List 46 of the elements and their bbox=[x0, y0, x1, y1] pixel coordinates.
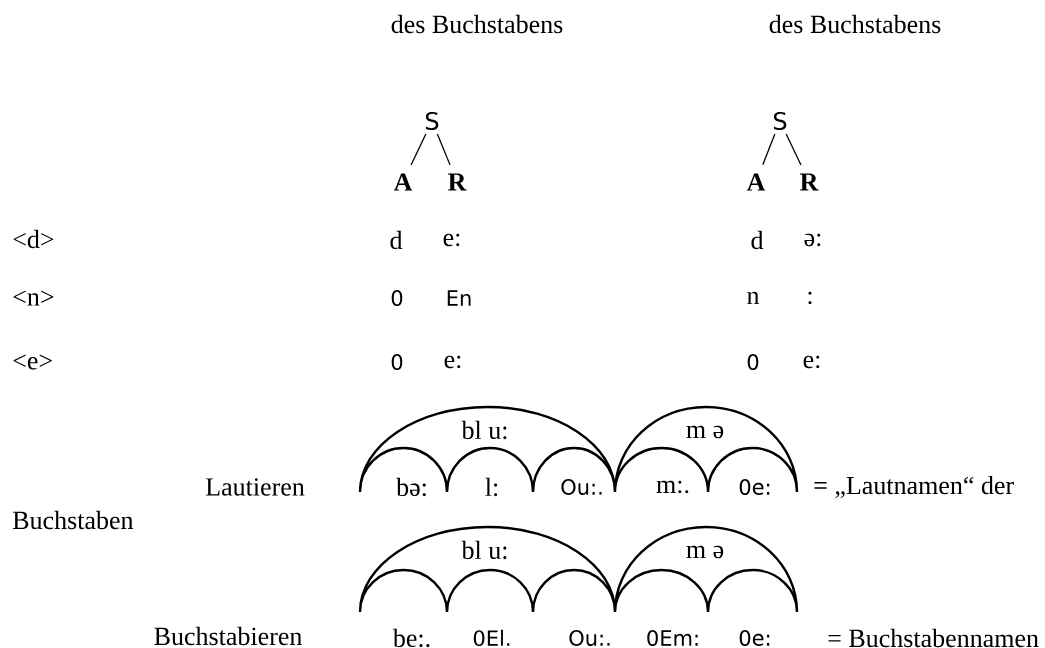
tree-root-label: S bbox=[773, 111, 787, 131]
grapheme-label: <n> bbox=[13, 290, 54, 306]
rhyme-symbol: ə: bbox=[804, 233, 821, 247]
constituent-label: R bbox=[800, 173, 819, 191]
onset-symbol: d bbox=[751, 230, 764, 250]
column-heading: des Buchstabens bbox=[769, 14, 941, 34]
row-label: Buchstabieren bbox=[154, 626, 302, 646]
rhyme-symbol: : bbox=[808, 291, 812, 305]
constituent-label: R bbox=[448, 173, 467, 191]
segment-label: l: bbox=[485, 477, 498, 497]
onset-symbol: n bbox=[747, 291, 760, 305]
arc-label: m ə bbox=[686, 425, 724, 439]
rhyme-symbol: e: bbox=[803, 355, 820, 369]
rhyme-symbol: En bbox=[447, 290, 471, 306]
segment-label: bə: bbox=[396, 477, 426, 497]
arc-label: bl u: bbox=[461, 420, 507, 440]
branch-line bbox=[410, 133, 427, 166]
tree-root-label: S bbox=[425, 111, 439, 131]
result-text: = „Lautnamen“ der bbox=[814, 475, 1014, 498]
constituent-label: A bbox=[746, 173, 766, 191]
result-text: = Buchstabennamen bbox=[828, 628, 1039, 648]
grapheme-label: <d> bbox=[13, 229, 54, 249]
branch-line bbox=[762, 133, 776, 166]
result-text: Buchstaben bbox=[12, 510, 134, 530]
arc-label: bl u: bbox=[461, 540, 507, 560]
segment-label: Ou:. bbox=[561, 479, 602, 495]
branch-line bbox=[436, 133, 451, 166]
segment-label: 0e: bbox=[739, 479, 770, 495]
segment-label: Ou:. bbox=[569, 630, 610, 646]
segment-label: 0El. bbox=[473, 629, 510, 647]
rhyme-symbol: e: bbox=[443, 233, 460, 247]
segment-label: m:. bbox=[656, 480, 689, 494]
onset-symbol: d bbox=[390, 230, 403, 250]
segment-label: 0Em: bbox=[647, 630, 698, 646]
arc-label: m ə bbox=[686, 545, 724, 559]
constituent-label: A bbox=[393, 173, 413, 191]
row-label: Lautieren bbox=[205, 478, 305, 496]
grapheme-label: <e> bbox=[13, 354, 52, 370]
segment-label: be:. bbox=[392, 628, 430, 648]
branch-line bbox=[785, 133, 802, 166]
onset-symbol: 0 bbox=[747, 354, 759, 370]
onset-symbol: 0 bbox=[391, 290, 403, 306]
rhyme-symbol: e: bbox=[444, 355, 461, 369]
segment-label: 0e: bbox=[739, 630, 770, 646]
onset-symbol: 0 bbox=[391, 354, 403, 370]
column-heading: des Buchstabens bbox=[391, 14, 563, 34]
